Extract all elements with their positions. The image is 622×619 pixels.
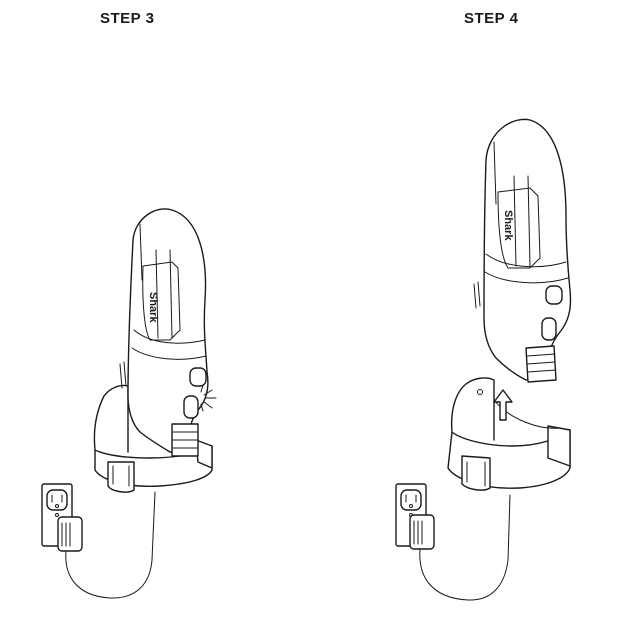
step-4-title: STEP 4 (464, 10, 519, 27)
handheld-vacuum-icon: Shark (473, 118, 572, 383)
charging-light-icon (200, 384, 217, 412)
power-adapter-icon (57, 491, 156, 599)
lift-arrow-icon (493, 389, 513, 421)
step-3-title: STEP 3 (100, 10, 155, 27)
charging-base-icon (447, 377, 571, 491)
step-3-illustration: Shark (41, 208, 217, 599)
brand-logo: Shark (147, 292, 159, 323)
step-4-illustration: Shark (395, 118, 572, 601)
brand-logo: Shark (502, 210, 514, 241)
handheld-vacuum-icon: Shark (119, 208, 217, 457)
power-adapter-icon (409, 494, 511, 601)
